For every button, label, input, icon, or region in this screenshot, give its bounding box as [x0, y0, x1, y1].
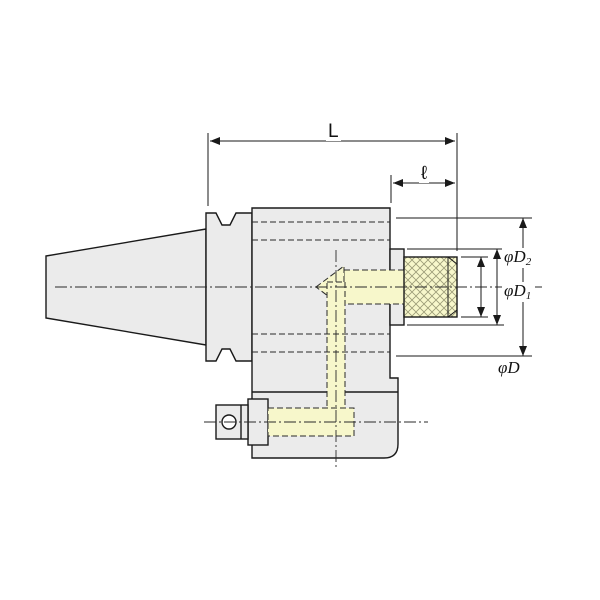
spindle-shaft-hidden: [343, 269, 405, 305]
dim-d1-subscript: 1: [525, 290, 532, 302]
dim-d2-text: φD: [504, 247, 526, 266]
centerlines: [55, 250, 542, 470]
dim-d-text: φD: [498, 358, 520, 377]
dim-label-l: ℓ: [419, 163, 430, 184]
spindle-chamfer-top: [447, 256, 458, 265]
dim-label-L: L: [326, 121, 341, 142]
dimension-lines: [207, 133, 532, 357]
dim-label-d1: φD1: [502, 281, 534, 302]
spindle-chamfer-bottom: [447, 309, 458, 318]
hidden-lines: [252, 221, 390, 353]
dim-label-d2: φD2: [502, 247, 534, 268]
dim-d1-text: φD: [504, 281, 526, 300]
dim-d2-subscript: 2: [525, 256, 532, 268]
dim-label-d: φD: [496, 359, 522, 379]
